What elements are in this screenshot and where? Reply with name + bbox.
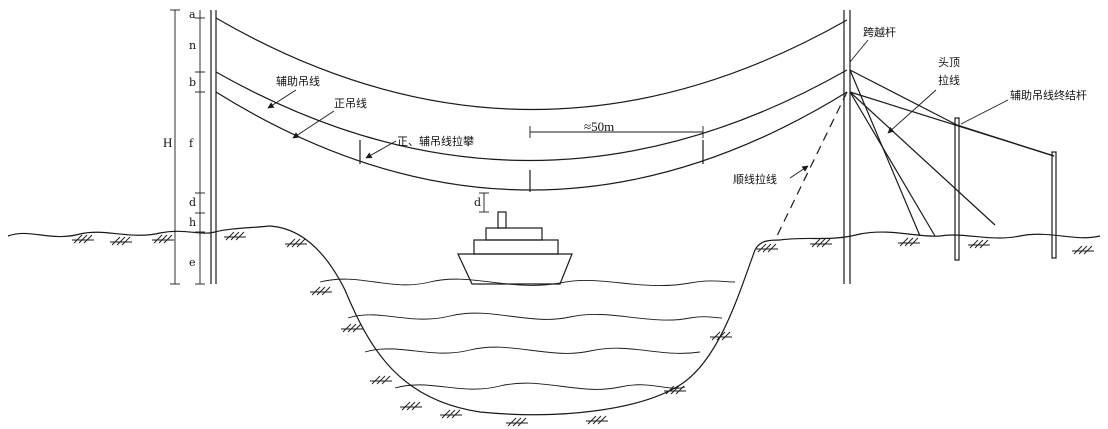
left-pole [210, 10, 217, 284]
head-guy-arrow [887, 89, 937, 134]
grass-hatch-marks [72, 231, 1094, 427]
head-guy-label-1: 头顶 [938, 56, 960, 69]
crossing-pole [843, 10, 851, 284]
brace-arrow [365, 140, 397, 159]
dim-h: h [189, 216, 196, 229]
guy-along-dashed [774, 91, 848, 241]
head-guy-label-2: 拉线 [938, 73, 960, 87]
water-waves [319, 278, 736, 390]
ship [457, 211, 573, 285]
d-gap-dimension [479, 192, 489, 213]
main-wire-arrow [292, 110, 335, 139]
braces [359, 140, 704, 192]
span-dimension [529, 126, 704, 138]
crossing-pole-label: 跨越杆 [863, 25, 896, 39]
river-basin [269, 225, 781, 416]
top-wire [215, 17, 848, 111]
ground-right [779, 231, 1101, 241]
dim-b: b [189, 76, 196, 89]
right-wires [849, 69, 1055, 237]
d-gap-label: d [474, 196, 481, 209]
aux-terminal-pole-label: 辅助吊线终结杆 [1010, 88, 1087, 102]
dim-H: H [163, 135, 172, 150]
crossing-pole-leader [849, 39, 869, 63]
aux-wire-label: 辅助吊线 [276, 74, 320, 88]
aux-terminal-leader [960, 99, 1009, 125]
dim-e: e [189, 256, 196, 269]
dim-f: f [189, 137, 194, 150]
guy-along-arrow [789, 165, 809, 179]
main-wire-label: 正吊线 [334, 96, 367, 110]
aux-wire [215, 69, 848, 162]
span-label: ≈50m [584, 119, 614, 134]
dim-a: a [189, 8, 196, 21]
dim-n: n [189, 39, 196, 52]
dim-d: d [189, 196, 196, 209]
guy-along-label: 顺线拉线 [733, 172, 777, 186]
dimension-scale [170, 9, 205, 285]
ground-left [7, 225, 271, 238]
main-wire [215, 91, 848, 191]
aux-wire-arrow [267, 89, 297, 109]
far-right-pole [1051, 151, 1057, 259]
brace-label: 正、辅吊线拉攀 [397, 134, 474, 148]
